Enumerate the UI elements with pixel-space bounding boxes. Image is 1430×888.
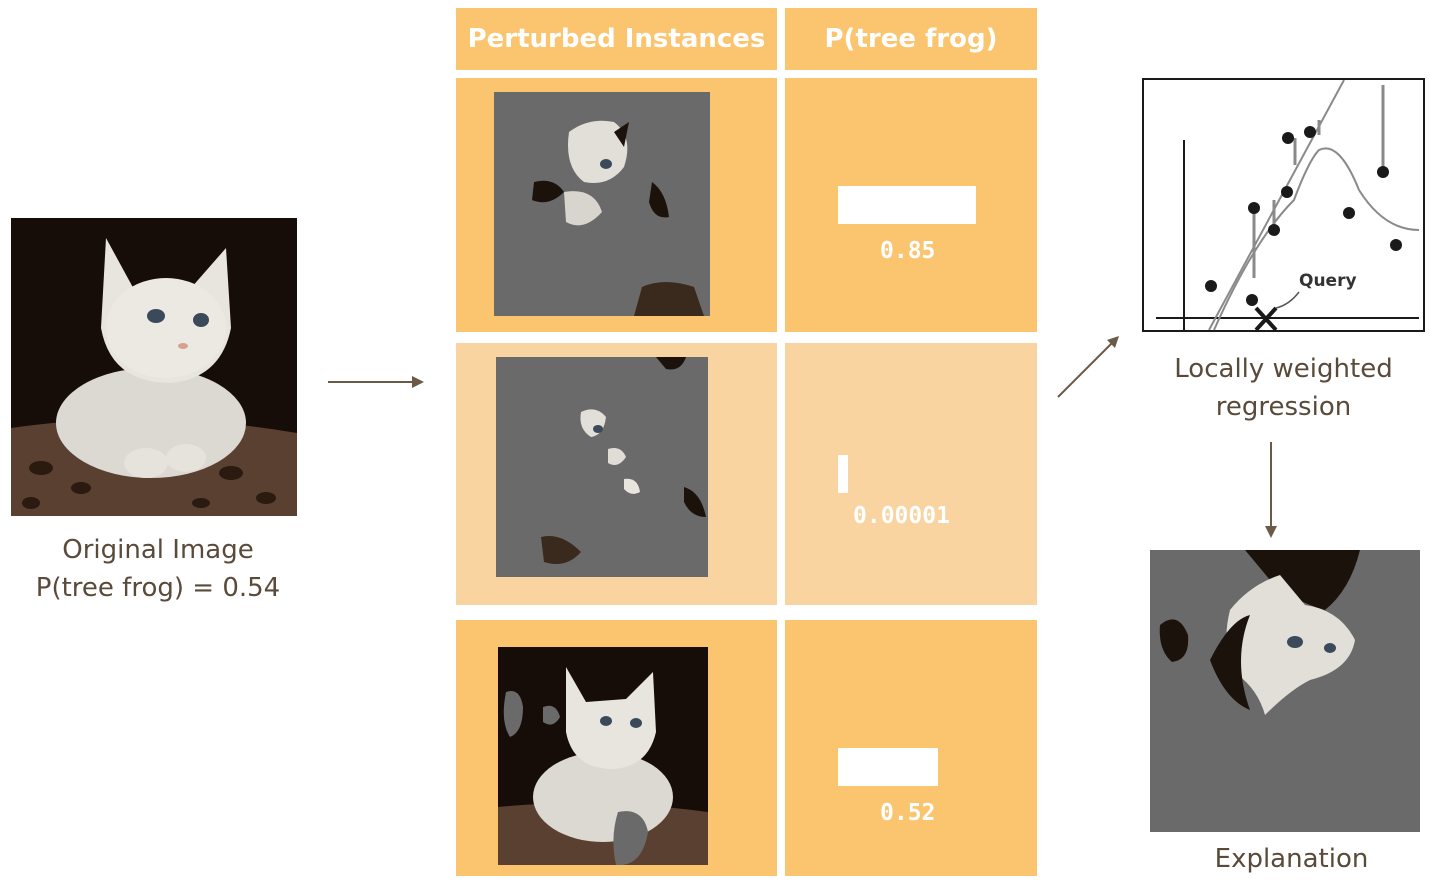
perturbed-image-2 <box>496 357 708 577</box>
instance-cell-3 <box>456 620 777 876</box>
header-perturbed-instances: Perturbed Instances <box>456 8 777 70</box>
prob-bar-3 <box>838 748 938 786</box>
instance-cell-1 <box>456 78 777 332</box>
regression-caption-line1: Locally weighted <box>1174 354 1393 384</box>
kitten-illustration <box>11 218 297 516</box>
original-caption-line2: P(tree frog) = 0.54 <box>35 573 281 603</box>
header-probability: P(tree frog) <box>785 8 1037 70</box>
regression-caption: Locally weighted regression <box>1142 350 1425 426</box>
arrow-right-icon <box>328 376 424 388</box>
query-label: Query <box>1299 271 1357 291</box>
prob-value-1: 0.85 <box>880 238 936 264</box>
perturbed-image-3 <box>498 647 708 865</box>
original-image <box>11 218 297 516</box>
explanation-image <box>1150 550 1420 832</box>
prob-cell-1: 0.85 <box>785 78 1037 332</box>
regression-plot: Query <box>1142 78 1425 332</box>
instance-cell-2 <box>456 343 777 605</box>
prob-value-2: 0.00001 <box>853 503 950 529</box>
prob-bar-2 <box>838 455 848 493</box>
arrow-down-icon <box>1265 442 1277 538</box>
original-caption: Original Image P(tree frog) = 0.54 <box>0 531 316 607</box>
regression-caption-line2: regression <box>1215 392 1352 422</box>
arrow-up-right-icon <box>1057 336 1119 398</box>
perturbed-image-1 <box>494 92 710 316</box>
explanation-caption: Explanation <box>1214 844 1369 874</box>
regression-chart: Query <box>1156 80 1420 330</box>
prob-cell-2: 0.00001 <box>785 343 1037 605</box>
prob-cell-3: 0.52 <box>785 620 1037 876</box>
prob-bar-1 <box>838 186 976 224</box>
original-caption-line1: Original Image <box>62 535 254 565</box>
prob-value-3: 0.52 <box>880 800 936 826</box>
explanation-illustration <box>1150 550 1420 832</box>
